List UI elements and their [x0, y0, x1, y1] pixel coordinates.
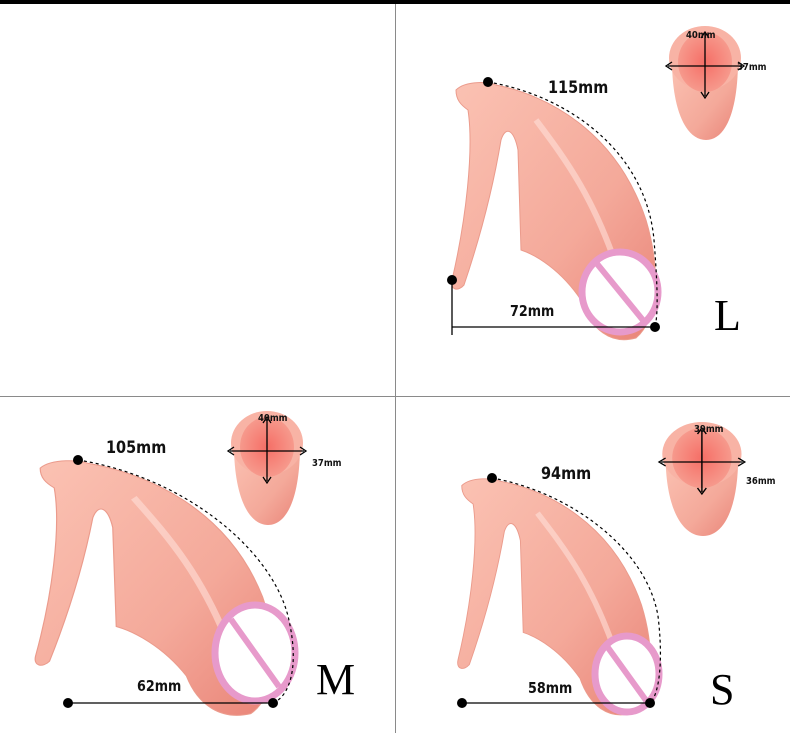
measure-dot: [650, 322, 660, 332]
cup-view: [664, 26, 746, 140]
measure-dot: [73, 455, 83, 465]
cup-view: [226, 411, 308, 525]
cup-height-label: 39mm: [694, 424, 724, 435]
panel-size-m: 105mm 62mm 40mm 37mm M: [0, 396, 395, 733]
size-letter: S: [710, 665, 735, 714]
cup-arrowheads: [664, 30, 746, 100]
base-width-label: 72mm: [510, 302, 555, 320]
opening-ring-slash: [605, 645, 649, 703]
arc-length-label: 115mm: [548, 78, 609, 98]
arc-length-label: 105mm: [106, 438, 167, 458]
vertical-divider: [395, 4, 396, 733]
measure-dot: [457, 698, 467, 708]
arc-length-dashed-line: [491, 477, 662, 704]
opening-ring-slash: [228, 617, 282, 689]
cup-width-label: 37mm: [312, 458, 342, 469]
measure-dot: [63, 698, 73, 708]
cup-height-label: 40mm: [258, 413, 288, 424]
measure-dot: [645, 698, 655, 708]
measure-dot: [483, 77, 493, 87]
arc-length-dashed-line: [77, 459, 294, 704]
base-width-label: 58mm: [528, 679, 573, 697]
cup-width-label: 37mm: [737, 62, 767, 73]
cup-view: [657, 422, 747, 536]
horizontal-divider: [0, 396, 790, 397]
cup-height-label: 40mm: [686, 30, 716, 41]
size-letter: L: [714, 291, 741, 340]
cup-arrowheads: [657, 426, 747, 496]
product-drawing-s: [457, 422, 747, 716]
measure-dot: [447, 275, 457, 285]
panel-size-l: 115mm 72mm 40mm 37mm L: [396, 0, 790, 395]
measure-dot: [487, 473, 497, 483]
cup-measure-lines: [661, 430, 743, 492]
cup-measure-lines: [668, 34, 742, 96]
panel-size-s: 94mm 58mm 39mm 36mm S: [396, 396, 790, 733]
size-letter: M: [316, 655, 356, 704]
base-width-label: 62mm: [137, 677, 182, 695]
measure-dot: [268, 698, 278, 708]
cage-highlight: [535, 511, 621, 661]
cup-measure-lines: [230, 419, 304, 481]
product-drawing-l: [447, 26, 746, 341]
arc-length-label: 94mm: [541, 464, 592, 484]
cup-arrowheads: [226, 415, 308, 485]
base-width-line: [451, 280, 655, 335]
top-border: [0, 0, 790, 4]
cup-width-label: 36mm: [746, 476, 776, 487]
opening-ring-slash: [594, 262, 646, 322]
product-drawing-m: [34, 411, 308, 716]
